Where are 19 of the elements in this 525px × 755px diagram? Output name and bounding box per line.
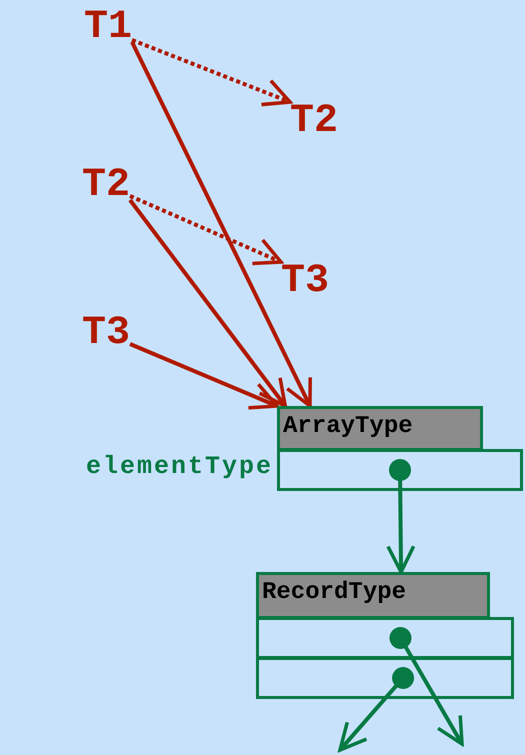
record-header: ArrayType: [277, 406, 483, 451]
type-label: T2: [290, 102, 338, 142]
type-label: T3: [281, 262, 330, 302]
arrow: [129, 194, 283, 266]
arrow: [128, 198, 287, 408]
type-label: T2: [82, 166, 130, 206]
record-field: [277, 449, 523, 491]
arrow: [129, 342, 279, 410]
type-label: T1: [84, 8, 132, 48]
record-field: [256, 657, 514, 699]
arrow: [338, 667, 414, 752]
record-header: RecordType: [256, 572, 490, 619]
field-label: elementType: [86, 452, 273, 481]
arrow: [131, 38, 292, 106]
record-field: [256, 617, 514, 659]
arrow: [386, 459, 416, 574]
arrow: [130, 41, 312, 408]
arrow: [389, 627, 464, 746]
type-label: T3: [82, 314, 130, 354]
